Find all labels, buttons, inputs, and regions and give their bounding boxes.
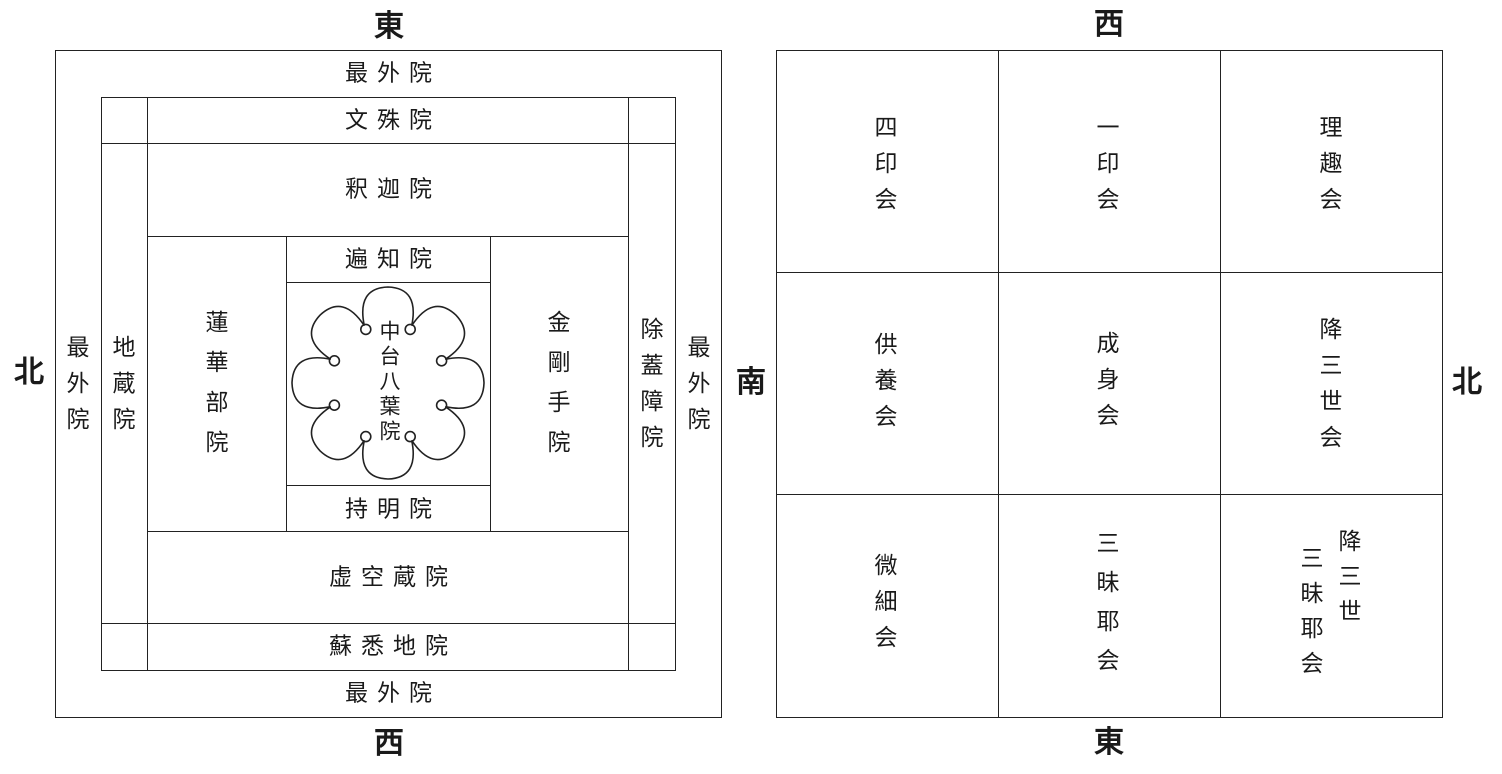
monju-hall-label: 文殊院 xyxy=(345,107,441,134)
inner-frame xyxy=(101,97,676,671)
outer-hall-top-label: 最外院 xyxy=(345,60,441,87)
kuyo-e-label: 供養会 xyxy=(874,332,898,430)
lotus-notch-curl xyxy=(404,430,416,443)
chudai-hachiyo-label: 中台八葉院 xyxy=(379,319,401,444)
gozanze-e-label: 降三世会 xyxy=(1319,317,1343,451)
lotus-notch-curl xyxy=(328,355,341,367)
rishu-e-label: 理趣会 xyxy=(1319,115,1343,213)
lotus-notch-curl xyxy=(435,399,448,411)
lotus-notch-curl xyxy=(360,430,372,443)
direction-west-label: 西 xyxy=(374,726,404,761)
direction-east-label: 東 xyxy=(374,9,404,44)
renge-hall-label: 蓮華部院 xyxy=(205,310,229,456)
kongo-hall-label: 金剛手院 xyxy=(547,310,571,456)
divider xyxy=(490,236,491,531)
jogaisho-hall-label: 除蓋障院 xyxy=(640,317,664,451)
outer-hall-right-label: 最外院 xyxy=(687,335,711,433)
lotus-notch-curl xyxy=(435,355,448,367)
divider xyxy=(147,97,148,671)
divider xyxy=(101,623,676,624)
divider xyxy=(286,282,490,283)
shaka-hall-label: 釈迦院 xyxy=(345,176,441,203)
misai-e-label: 微細会 xyxy=(874,553,898,651)
soshitsuji-hall-label: 蘇悉地院 xyxy=(329,633,457,660)
lotus-notch-curl xyxy=(328,399,341,411)
outer-hall-left-label: 最外院 xyxy=(66,335,90,433)
lotus-notch-curl xyxy=(360,323,372,336)
lotus-notch-curl xyxy=(404,323,416,336)
joshin-e-label: 成身会 xyxy=(1096,331,1120,429)
lotus-outline xyxy=(291,286,485,480)
divider xyxy=(147,236,628,237)
direction-north-label: 北 xyxy=(1452,365,1482,400)
eight-petal-lotus-icon xyxy=(291,286,485,480)
divider xyxy=(286,485,490,486)
nine-assembly-grid xyxy=(776,50,1443,718)
divider xyxy=(101,143,676,144)
direction-east-label: 東 xyxy=(1094,725,1124,760)
divider xyxy=(628,97,629,671)
divider xyxy=(776,494,1443,495)
divider xyxy=(776,272,1443,273)
divider xyxy=(1220,50,1221,718)
gozanze-sanmaya-e-label: 降三世三昧耶会 xyxy=(1300,529,1362,677)
outer-frame xyxy=(55,50,722,718)
divider xyxy=(147,531,628,532)
jimyo-hall-label: 持明院 xyxy=(345,496,441,523)
divider xyxy=(286,236,287,531)
ichiin-e-label: 一印会 xyxy=(1096,115,1120,213)
outer-hall-bottom-label: 最外院 xyxy=(345,680,441,707)
henchi-hall-label: 遍知院 xyxy=(345,246,441,273)
shiin-e-label: 四印会 xyxy=(874,115,898,213)
sanmaya-e-label: 三昧耶会 xyxy=(1096,531,1120,674)
direction-north-label: 北 xyxy=(14,355,44,390)
divider xyxy=(998,50,999,718)
jizo-hall-label: 地蔵院 xyxy=(112,335,136,433)
kokuzo-hall-label: 虚空蔵院 xyxy=(329,564,457,591)
direction-west-label: 西 xyxy=(1094,7,1124,42)
direction-south-label: 南 xyxy=(736,365,766,400)
